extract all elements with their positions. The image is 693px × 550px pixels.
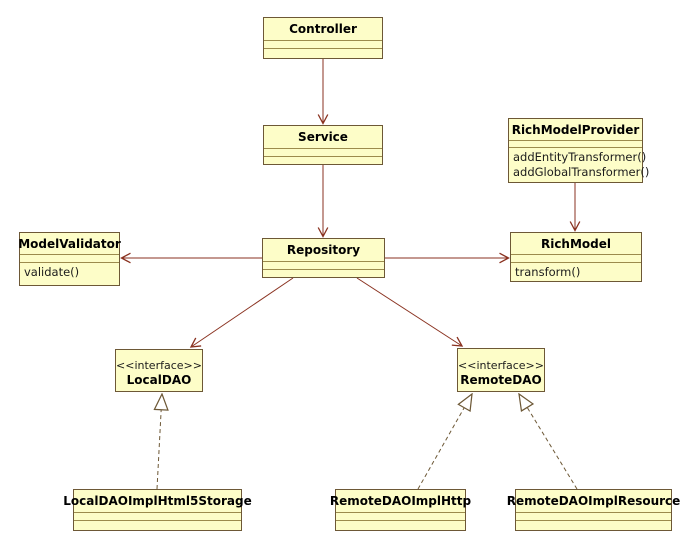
class-modelvalidator: ModelValidator validate(): [18, 232, 121, 286]
edge-localdaoimpl-localdao-realization: [157, 394, 162, 490]
attributes-compartment: [511, 254, 641, 262]
attributes-compartment: [264, 148, 382, 156]
class-repository: Repository: [262, 238, 385, 278]
attributes-compartment: [509, 140, 642, 147]
attributes-compartment: [336, 512, 465, 520]
methods-compartment: addEntityTransformer() addGlobalTransfor…: [509, 147, 650, 182]
class-name: RemoteDAO: [460, 372, 542, 387]
edge-repository-localdao: [189, 277, 294, 348]
class-richmodelprovider: RichModelProvider addEntityTransformer()…: [508, 118, 650, 183]
class-name: Repository: [286, 243, 361, 257]
attributes-compartment: [516, 512, 671, 520]
edge-repository-remotedao: [356, 277, 464, 347]
attributes-compartment: [264, 40, 382, 48]
methods-compartment: [74, 520, 241, 530]
class-name: LocalDAOImplHtml5Storage: [63, 494, 252, 508]
edge-remotedaoimplresource-remotedao-realization: [519, 394, 578, 490]
method-addglobaltransformer: addGlobalTransformer(): [513, 165, 650, 179]
method-addentitytransformer: addEntityTransformer(): [513, 150, 647, 164]
stereotype-label: <<interface>>: [116, 359, 202, 372]
class-service: Service: [263, 125, 383, 165]
class-name: RichModel: [540, 236, 612, 251]
edge-remotedaoimplhttp-remotedao-realization: [417, 394, 472, 490]
class-name: Controller: [289, 22, 357, 36]
methods-compartment: transform(): [511, 262, 641, 281]
class-localdao-interface: <<interface>> LocalDAO: [115, 349, 203, 392]
class-remotedaoimplresource: RemoteDAOImplResource: [506, 489, 681, 531]
methods-compartment: [336, 520, 465, 530]
attributes-compartment: [20, 254, 119, 262]
class-richmodel: RichModel transform(): [510, 232, 642, 282]
stereotype-label: <<interface>>: [458, 358, 544, 372]
class-controller: Controller: [263, 17, 383, 59]
class-name: RichModelProvider: [511, 122, 640, 137]
methods-compartment: [264, 48, 382, 58]
class-localdaoimplhtml5storage: LocalDAOImplHtml5Storage: [63, 489, 252, 531]
methods-compartment: [263, 269, 384, 277]
attributes-compartment: [263, 261, 384, 269]
class-name: LocalDAO: [126, 373, 192, 387]
class-name: ModelValidator: [18, 236, 121, 251]
method-transform: transform(): [515, 265, 581, 279]
class-name: RemoteDAOImplHttp: [329, 494, 472, 508]
class-name: RemoteDAOImplResource: [506, 494, 681, 508]
methods-compartment: [516, 520, 671, 530]
methods-compartment: [264, 156, 382, 164]
methods-compartment: validate(): [20, 262, 119, 285]
class-remotedaoimplhttp: RemoteDAOImplHttp: [329, 489, 472, 531]
method-validate: validate(): [24, 265, 80, 279]
class-remotedao-interface: <<interface>> RemoteDAO: [457, 348, 545, 392]
attributes-compartment: [74, 512, 241, 520]
class-name: Service: [298, 130, 348, 144]
